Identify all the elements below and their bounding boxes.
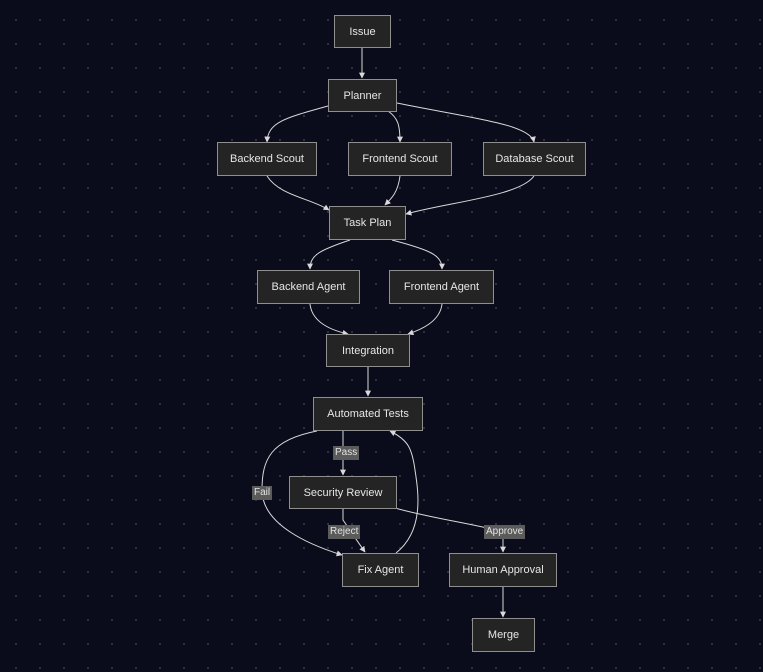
node-fix-agent[interactable]: Fix Agent (342, 553, 419, 587)
node-automated-tests-label: Automated Tests (327, 408, 409, 420)
edge-planner-database-scout (396, 102, 536, 143)
node-frontend-agent-label: Frontend Agent (403, 281, 480, 293)
node-integration[interactable]: Integration (326, 334, 410, 367)
edge-frontend-agent-integration (407, 303, 443, 336)
node-security-review-label: Security Review (303, 486, 383, 499)
node-frontend-scout-label: Frontend Scout (362, 153, 438, 165)
node-human-approval[interactable]: Human Approval (449, 553, 557, 587)
node-merge-label: Merge (487, 629, 520, 641)
node-backend-scout-label: Backend Scout (230, 153, 304, 165)
node-security-review[interactable]: Security Review (289, 476, 397, 509)
edge-planner-backend-scout (264, 105, 329, 143)
node-database-scout-label: Database Scout (495, 153, 574, 165)
edge-planner-frontend-scout (387, 110, 403, 143)
node-frontend-scout[interactable]: Frontend Scout (348, 142, 452, 176)
node-backend-agent[interactable]: Backend Agent (257, 270, 360, 304)
edge-backend-agent-integration (309, 303, 349, 336)
node-frontend-agent[interactable]: Frontend Agent (389, 270, 494, 304)
edge-fix-agent-tests (389, 430, 419, 554)
node-database-scout[interactable]: Database Scout (483, 142, 586, 176)
edge-label-fail: Fail (252, 486, 273, 500)
edge-task-plan-frontend-agent (391, 239, 445, 270)
edge-database-scout-task-plan (405, 175, 535, 216)
node-human-approval-label: Human Approval (462, 564, 544, 576)
node-backend-scout[interactable]: Backend Scout (217, 142, 317, 176)
node-fix-agent-label: Fix Agent (357, 564, 404, 576)
node-backend-agent-label: Backend Agent (271, 281, 346, 293)
edge-label-reject: Reject (328, 525, 361, 539)
node-task-plan-label: Task Plan (343, 217, 392, 229)
edge-label-pass: Pass (333, 446, 360, 460)
edge-task-plan-backend-agent (307, 239, 351, 270)
edge-backend-scout-task-plan (266, 175, 330, 211)
node-task-plan[interactable]: Task Plan (329, 206, 406, 240)
node-issue-label: Issue (349, 25, 376, 38)
node-automated-tests[interactable]: Automated Tests (313, 397, 423, 431)
node-integration-label: Integration (342, 344, 394, 357)
node-planner-label: Planner (343, 89, 382, 102)
node-issue[interactable]: Issue (334, 15, 391, 48)
node-planner[interactable]: Planner (328, 79, 397, 112)
node-merge[interactable]: Merge (472, 618, 535, 652)
edge-label-approve: Approve (484, 525, 526, 539)
edge-frontend-scout-task-plan (384, 175, 401, 206)
